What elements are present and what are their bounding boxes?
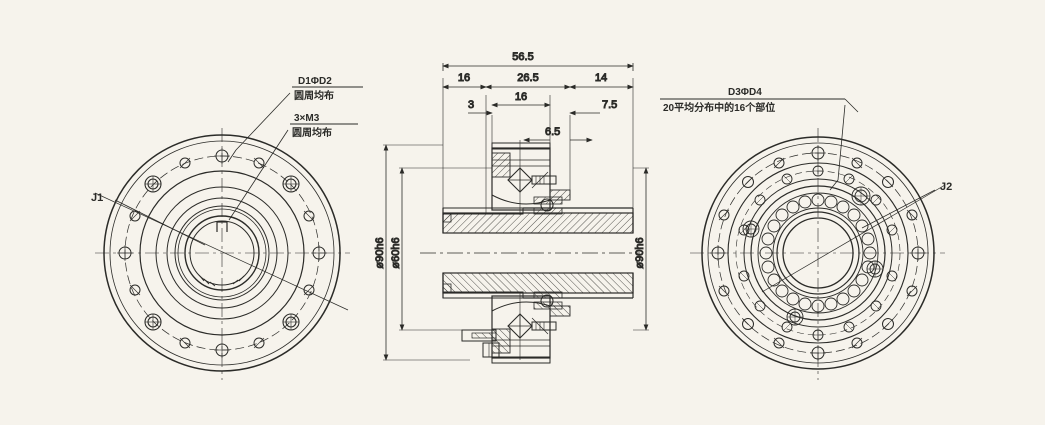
left-view-group xyxy=(94,128,350,380)
right-bore-ring xyxy=(776,211,860,295)
center-view-group xyxy=(420,78,640,364)
center-head-upper xyxy=(491,142,571,215)
callout-3xm3-note: 圆周均布 xyxy=(292,126,332,139)
right-flange-circle xyxy=(727,162,909,344)
center-construction-lines xyxy=(442,78,634,360)
left-step-circle-4 xyxy=(177,208,267,298)
right-threaded-holes xyxy=(742,186,884,326)
right-ball-ring xyxy=(759,193,877,313)
callout-d1d2: D1ΦD2 圆周均布 xyxy=(292,76,363,102)
center-left-seal-upper xyxy=(442,213,452,223)
right-bolt-holes-outer xyxy=(710,145,926,361)
left-bolt-holes-large xyxy=(144,175,300,331)
left-bolt-holes-small xyxy=(117,148,327,358)
right-inner-flange-circle xyxy=(743,178,893,328)
left-spline-marks xyxy=(198,274,245,287)
left-bore-inner xyxy=(189,220,255,286)
left-step-circle-1 xyxy=(155,186,289,320)
callout-d3d4-text: D3ΦD4 xyxy=(728,87,762,98)
left-step-circle-2 xyxy=(166,197,278,309)
dim-outer-left: ø90h6 xyxy=(374,237,386,268)
left-leaders xyxy=(114,92,291,246)
left-centerlines xyxy=(95,128,350,380)
right-outer-circle xyxy=(701,136,935,370)
callout-d1d2-note: 圆周均布 xyxy=(294,89,334,102)
center-left-seal-lower xyxy=(442,283,452,293)
right-bearing-race-outer xyxy=(757,192,879,314)
dim-total: 56.5 xyxy=(512,51,533,63)
dim-seg6: 7.5 xyxy=(602,99,617,111)
callout-3xm3-text: 3×M3 xyxy=(294,113,320,124)
dim-seg1: 16 xyxy=(458,72,470,84)
left-outer-circle-2 xyxy=(109,140,335,366)
right-view-j2-label: J2 xyxy=(940,181,952,193)
right-section-line xyxy=(761,184,946,293)
right-view-group xyxy=(690,128,946,380)
callout-3xm3: 3×M3 圆周均布 xyxy=(290,113,358,139)
dim-inner-left: ø60h6 xyxy=(390,237,402,268)
right-leaders xyxy=(829,104,936,229)
dim-seg5: 16 xyxy=(515,91,527,103)
dim-seg3: 14 xyxy=(595,72,607,84)
right-outer-circle-2 xyxy=(707,142,929,364)
right-bearing-race-inner xyxy=(772,207,864,299)
right-bore xyxy=(782,217,854,289)
dim-seg2: 26.5 xyxy=(517,72,538,84)
left-bore-outer xyxy=(184,215,260,291)
callout-d3d4: D3ΦD4 20平均分布中的16个部位 xyxy=(660,87,859,114)
right-bearing-outer xyxy=(750,185,886,321)
left-keyway xyxy=(216,221,228,232)
dim-seg7: 6.5 xyxy=(545,126,560,138)
left-section-line xyxy=(94,192,349,311)
left-step-circle-3 xyxy=(174,205,270,301)
center-dimensions: 56.5 16 26.5 14 3 16 7.5 6.5 ø90h6 ø60h6 xyxy=(374,51,649,361)
left-flange-circle xyxy=(139,170,305,336)
callout-d1d2-text: D1ΦD2 xyxy=(298,76,332,87)
dim-seg4: 3 xyxy=(468,99,474,111)
left-outer-circle xyxy=(103,134,341,372)
left-view-j1-label: J1 xyxy=(91,192,103,204)
dim-outer-right: ø90h6 xyxy=(634,237,646,268)
callout-d3d4-note: 20平均分布中的16个部位 xyxy=(663,101,775,114)
